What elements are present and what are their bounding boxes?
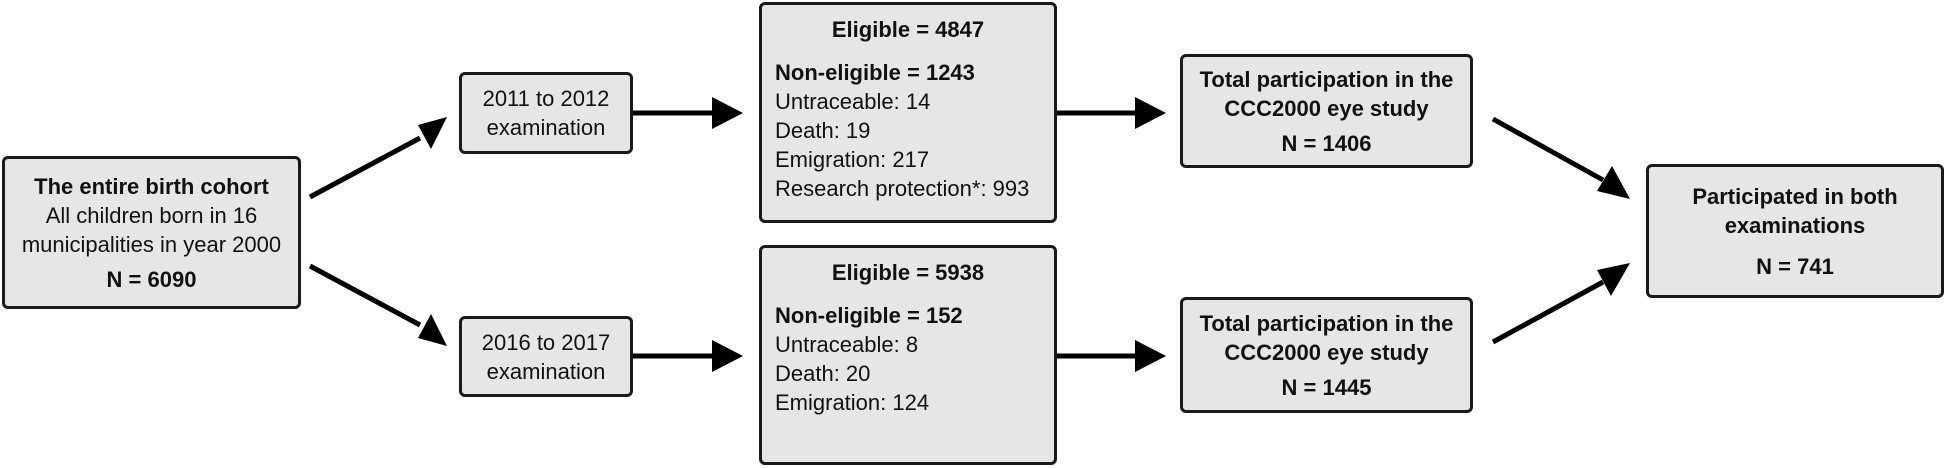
- both-line-1: Participated in both: [1692, 183, 1898, 209]
- non-eligible-2016: Non-eligible = 152: [775, 303, 963, 328]
- participation-2011-line-1: Total participation in the: [1199, 66, 1454, 92]
- exam-2016-box: 2016 to 2017 examination: [459, 316, 633, 397]
- cohort-n: N = 6090: [106, 266, 197, 292]
- cohort-description-line-1: All children born in 16: [45, 202, 258, 228]
- eligibility-2011-box: Eligible = 4847 Non-eligible = 1243 Untr…: [759, 2, 1057, 223]
- participation-2016-line-1: Total participation in the: [1199, 310, 1454, 336]
- cohort-title: The entire birth cohort: [34, 173, 269, 199]
- arrow-participation-2016-to-both: [1491, 263, 1630, 345]
- participation-2011-line-2: CCC2000 eye study: [1224, 95, 1429, 121]
- exam-2011-line-2: examination: [486, 115, 606, 140]
- eligible-2016: Eligible = 5938: [831, 260, 985, 285]
- arrow-eligibility-2016-to-participation: [1057, 340, 1166, 372]
- exam-2011-line-1: 2011 to 2012: [482, 86, 610, 111]
- both-line-2: examinations: [1724, 212, 1866, 238]
- reason-untraceable-2016: Untraceable: 8: [775, 332, 919, 357]
- arrow-eligibility-2011-to-participation: [1057, 97, 1166, 129]
- exam-2016-line-1: 2016 to 2017: [481, 329, 611, 355]
- eligible-2011: Eligible = 4847: [831, 17, 985, 42]
- eligibility-2016-box: Eligible = 5938 Non-eligible = 152 Untra…: [759, 245, 1057, 465]
- reason-research-protection-2011: Research protection*: 993: [775, 176, 1030, 201]
- participation-2011-n: N = 1406: [1281, 130, 1372, 156]
- cohort-box: The entire birth cohort All children bor…: [2, 156, 301, 309]
- participation-2011-box: Total participation in the CCC2000 eye s…: [1180, 54, 1473, 168]
- exam-2016-line-2: examination: [486, 358, 606, 384]
- exam-2011-box: 2011 to 2012 examination: [459, 72, 633, 154]
- reason-untraceable-2011: Untraceable: 14: [775, 89, 931, 114]
- reason-emigration-2011: Emigration: 217: [775, 147, 930, 172]
- reason-emigration-2016: Emigration: 124: [775, 390, 930, 415]
- non-eligible-2011: Non-eligible = 1243: [775, 60, 975, 85]
- both-examinations-box: Participated in both examinations N = 74…: [1646, 164, 1944, 298]
- both-n: N = 741: [1756, 253, 1834, 279]
- participation-2016-box: Total participation in the CCC2000 eye s…: [1180, 297, 1473, 413]
- arrow-exam-2016-to-eligibility: [633, 340, 743, 372]
- reason-death-2016: Death: 20: [775, 361, 871, 386]
- arrow-exam-2011-to-eligibility: [633, 97, 743, 129]
- cohort-description-line-2: municipalities in year 2000: [21, 231, 282, 257]
- arrow-participation-2011-to-both: [1491, 116, 1630, 199]
- reason-death-2011: Death: 19: [775, 118, 871, 143]
- participation-2016-n: N = 1445: [1281, 374, 1372, 400]
- arrow-cohort-to-exam-2011: [308, 117, 447, 200]
- participation-2016-line-2: CCC2000 eye study: [1224, 339, 1429, 365]
- arrow-cohort-to-exam-2016: [308, 263, 447, 346]
